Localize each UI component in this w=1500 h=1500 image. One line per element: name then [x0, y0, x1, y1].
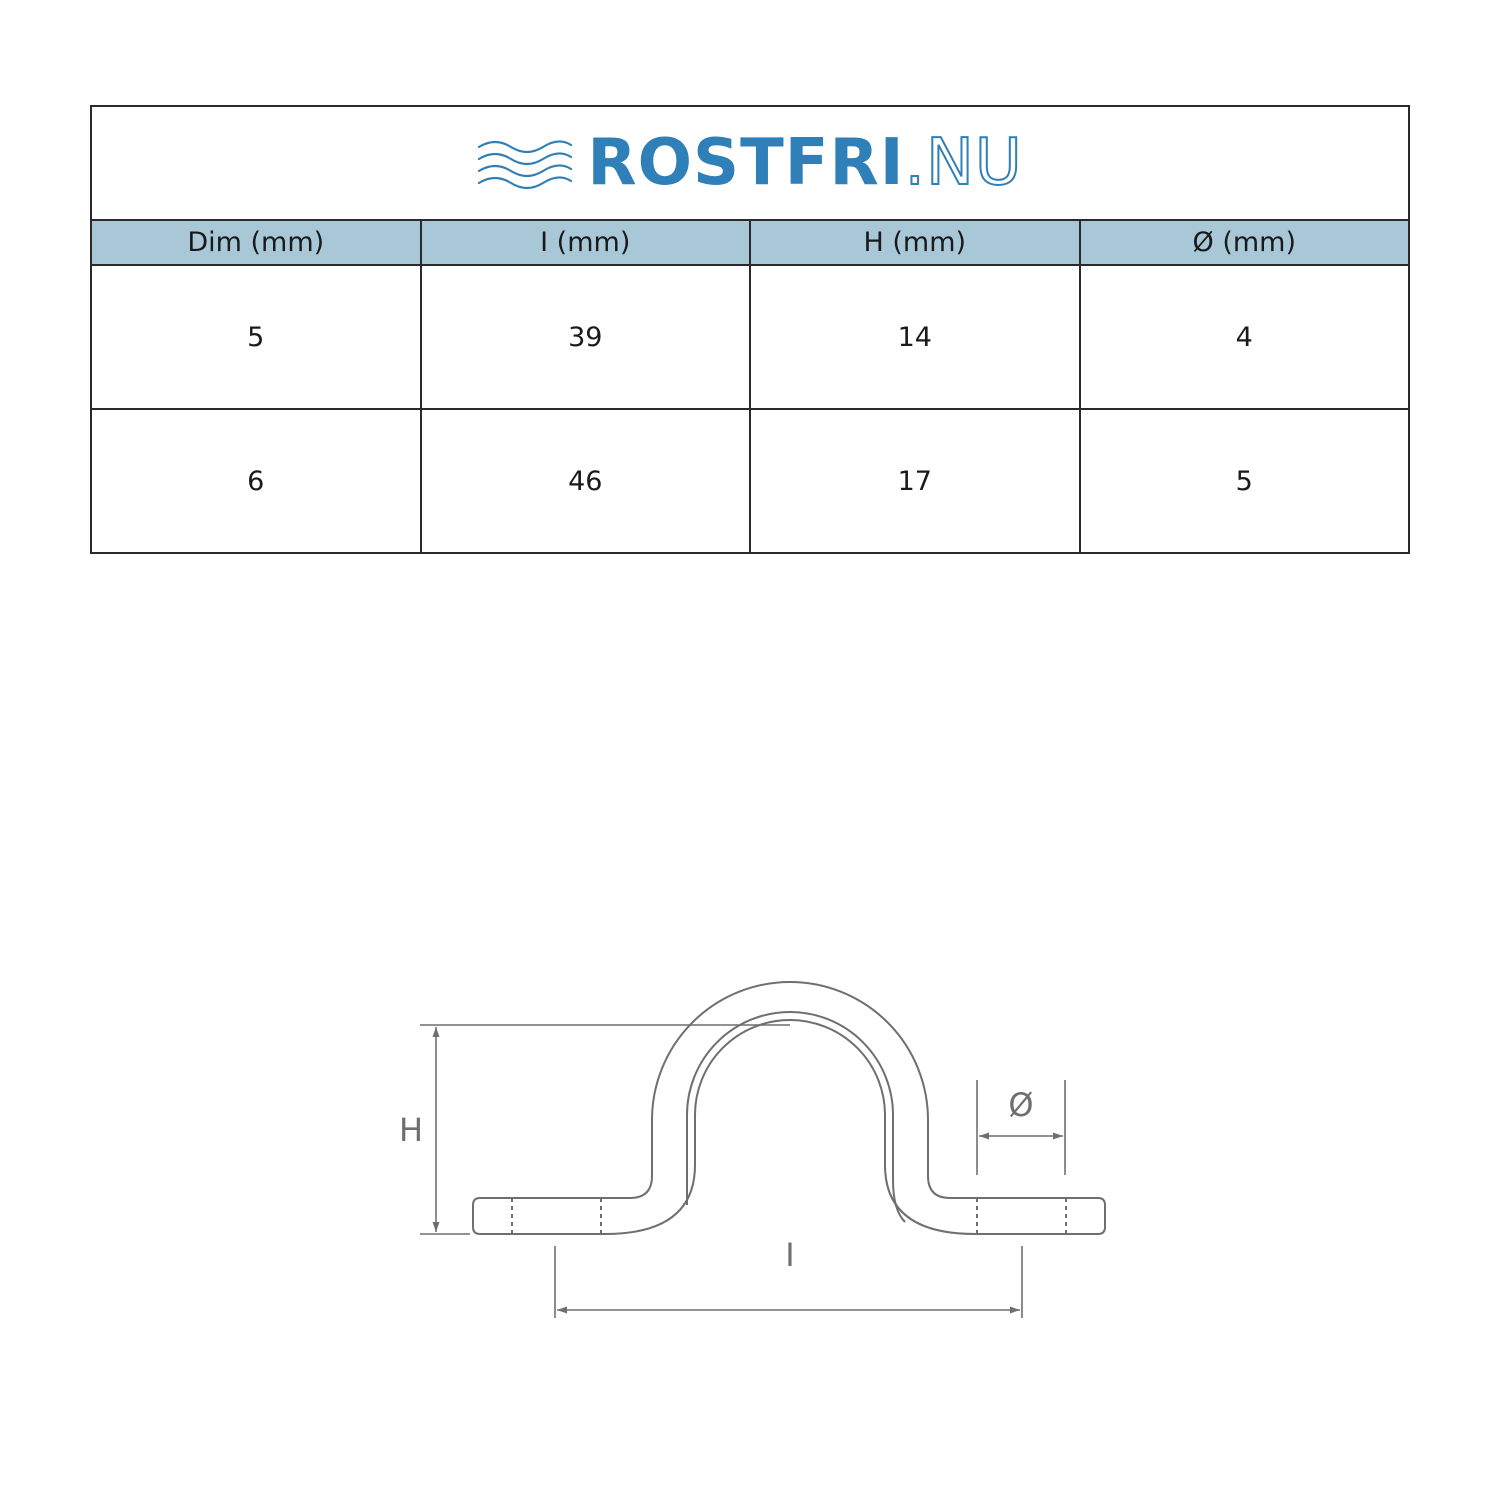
brand-wordmark: ROSTFRI.NU: [587, 130, 1022, 196]
table-cell: 46: [422, 410, 751, 552]
table-cell: 6: [92, 410, 422, 552]
diameter-label: Ø: [1008, 1086, 1033, 1124]
table-cell: 39: [422, 266, 751, 408]
table-cell: 4: [1235, 321, 1253, 353]
table-cell: 14: [751, 266, 1081, 408]
brand-logo: ROSTFRI.NU: [92, 107, 1408, 221]
brand-name: ROSTFRI: [587, 126, 905, 200]
pad-eye-outline: [472, 981, 1106, 1235]
dimension-diameter: [976, 1080, 1066, 1175]
dimension-length: [554, 1246, 1023, 1318]
table-header: Dim (mm) I (mm) H (mm) Ø (mm): [92, 221, 1408, 266]
header-dim: Dim (mm): [92, 221, 422, 264]
header-diameter: Ø (mm): [1192, 227, 1296, 258]
spec-table: ROSTFRI.NU Dim (mm) I (mm) H (mm) Ø (mm)…: [90, 105, 1410, 554]
waves-icon: [478, 140, 573, 190]
table-row: 6 46 17 5: [92, 410, 1408, 552]
header-height: H (mm): [751, 221, 1081, 264]
table-row: 5 39 14 4: [92, 266, 1408, 410]
table-cell: 17: [751, 410, 1081, 552]
header-length: I (mm): [422, 221, 751, 264]
table-cell: 5: [1235, 465, 1253, 497]
height-label: H: [399, 1111, 423, 1149]
length-label: I: [785, 1236, 794, 1274]
dimension-height: [420, 1024, 790, 1235]
table-cell: 5: [92, 266, 422, 408]
brand-suffix: .NU: [904, 126, 1023, 200]
